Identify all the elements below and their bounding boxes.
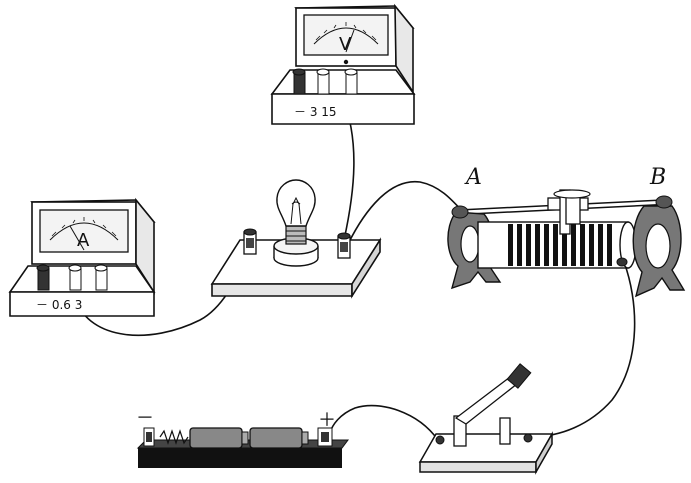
voltmeter-terminal-labels: － 3 15 xyxy=(294,105,337,119)
wire-switch-to-battery xyxy=(329,404,439,441)
voltmeter: V － 3 15 xyxy=(270,3,416,125)
ammeter-terminals xyxy=(36,264,108,291)
rheostat-coil xyxy=(508,224,612,266)
voltmeter-terminals xyxy=(292,68,358,95)
battery-pack xyxy=(136,427,349,468)
battery-plus-label: ＋ xyxy=(318,410,336,431)
light-bulb-icon xyxy=(276,179,316,245)
rheostat-slider xyxy=(547,189,591,235)
voltmeter-symbol: V xyxy=(339,34,352,55)
wire-rheostat-to-switch xyxy=(529,261,636,438)
rheostat xyxy=(447,189,686,298)
rheostat-label-b: B xyxy=(649,165,666,190)
ammeter: A － 0.6 3 xyxy=(8,197,156,317)
battery-minus-label: － xyxy=(136,408,154,429)
ammeter-terminal-labels: － 0.6 3 xyxy=(36,298,82,312)
lamp-holder xyxy=(210,228,382,299)
rheostat-label-a: A xyxy=(464,165,482,190)
knife-switch xyxy=(418,363,554,475)
ammeter-symbol: A xyxy=(77,230,90,251)
wire-bulb-to-rheostat-a xyxy=(347,180,465,245)
